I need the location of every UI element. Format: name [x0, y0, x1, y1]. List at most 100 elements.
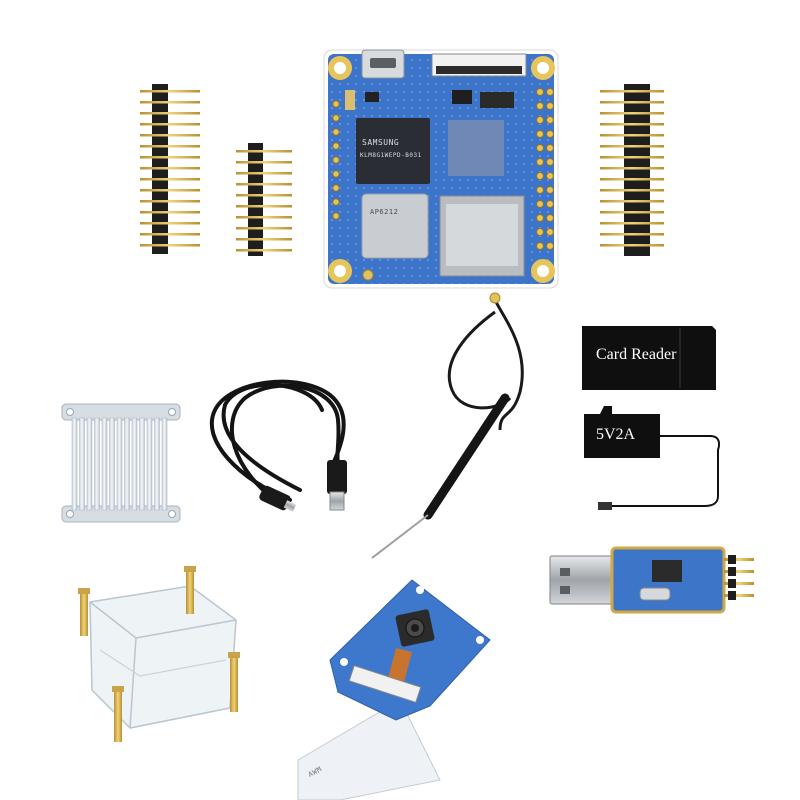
pin-hole	[536, 102, 544, 110]
serial-pin	[724, 594, 754, 597]
pin-hole	[536, 172, 544, 180]
pin-hole	[536, 144, 544, 152]
pin-hole	[536, 242, 544, 250]
pin-hole	[546, 200, 554, 208]
pin-spacer	[728, 567, 736, 576]
pin-hole	[332, 184, 340, 192]
header-pin	[140, 244, 200, 247]
card-reader	[582, 326, 716, 390]
serial-pin	[724, 582, 754, 585]
pin-header-left-tall	[140, 84, 200, 254]
pin-hole	[332, 142, 340, 150]
serial-pin	[724, 570, 754, 573]
header-pin	[600, 200, 664, 203]
header-pin	[600, 211, 664, 214]
header-pin	[236, 216, 292, 219]
header-pin	[140, 222, 200, 225]
header-pin	[600, 167, 664, 170]
pin-header-left-short	[236, 143, 292, 256]
brass-standoff	[112, 686, 124, 742]
pin-hole	[332, 114, 340, 122]
header-pin	[140, 178, 200, 181]
pin-hole	[536, 186, 544, 194]
heatsink-fin	[116, 417, 123, 511]
antenna-socket	[362, 269, 374, 281]
pin-hole	[536, 214, 544, 222]
header-pin	[600, 189, 664, 192]
pin-hole	[546, 158, 554, 166]
mounting-hole	[328, 259, 352, 283]
usb-serial-adapter	[549, 546, 754, 614]
header-pin	[600, 145, 664, 148]
pin-spacer	[728, 555, 736, 564]
serial-pin	[724, 558, 754, 561]
acrylic-case	[78, 566, 240, 742]
pin-hole	[536, 158, 544, 166]
header-pin	[140, 233, 200, 236]
header-pin	[236, 150, 292, 153]
brass-standoff	[228, 652, 240, 712]
header-pin	[236, 161, 292, 164]
pin-hole	[332, 156, 340, 164]
header-pin	[236, 205, 292, 208]
heatsink-fin	[71, 417, 78, 511]
header-pin	[600, 222, 664, 225]
header-pin	[140, 123, 200, 126]
header-pin	[600, 233, 664, 236]
mounting-hole	[328, 56, 352, 80]
pin-hole	[546, 130, 554, 138]
wifi-module-part: AP6212	[370, 208, 399, 216]
pin-hole	[546, 242, 554, 250]
header-pin	[236, 249, 292, 252]
header-pin	[600, 244, 664, 247]
header-pin	[236, 227, 292, 230]
header-pin	[600, 101, 664, 104]
pin-hole	[536, 200, 544, 208]
memory-chip	[356, 118, 430, 184]
pin-hole	[332, 198, 340, 206]
memory-chip-part: KLM8G1WEPD-B031	[360, 152, 422, 159]
heatsink-fin	[139, 417, 145, 511]
header-pin	[600, 90, 664, 93]
processor-chip	[448, 120, 504, 176]
header-pin	[236, 194, 292, 197]
micro-usb-plug	[259, 485, 297, 512]
pin-spacer	[728, 579, 736, 588]
header-pin	[140, 211, 200, 214]
pin-hole	[546, 116, 554, 124]
header-pin	[140, 134, 200, 137]
usb-a-connector	[549, 555, 617, 605]
brass-standoff	[184, 566, 196, 614]
heatsink-fin	[79, 417, 85, 511]
header-pin	[600, 156, 664, 159]
brass-standoff	[78, 588, 90, 636]
heatsink-fin	[131, 417, 138, 511]
header-pin	[236, 238, 292, 241]
header-pin	[140, 200, 200, 203]
wifi-antenna	[371, 292, 524, 559]
heatsink	[61, 403, 181, 523]
card-reader-label: Card Reader	[596, 346, 677, 363]
mounting-hole	[531, 259, 555, 283]
pin-hole	[536, 116, 544, 124]
header-pin	[140, 156, 200, 159]
header-pin	[236, 183, 292, 186]
memory-chip-brand: SAMSUNG	[362, 138, 400, 147]
pin-hole	[546, 144, 554, 152]
header-pin	[140, 189, 200, 192]
pin-header-right	[600, 84, 664, 256]
heatsink-fin	[154, 417, 160, 511]
pin-hole	[332, 100, 340, 108]
header-pin	[600, 123, 664, 126]
power-adapter	[584, 406, 720, 510]
pin-hole	[536, 130, 544, 138]
single-board-computer	[323, 49, 559, 289]
mounting-hole	[531, 56, 555, 80]
pin-hole	[546, 214, 554, 222]
header-pin	[140, 112, 200, 115]
heatsink-fin	[124, 417, 130, 511]
pin-spacer	[728, 591, 736, 600]
header-pin	[140, 90, 200, 93]
wifi-module	[361, 193, 429, 259]
